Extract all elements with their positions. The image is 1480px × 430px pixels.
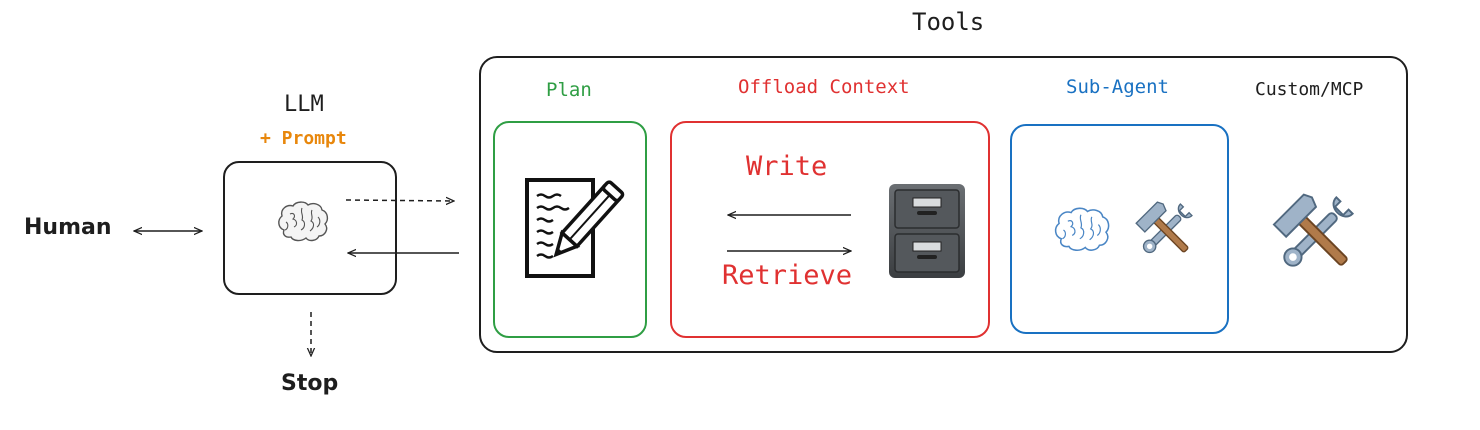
hammer-wrench-icon — [1135, 201, 1193, 254]
llm-subtitle: + Prompt — [260, 128, 347, 149]
subagent-box — [1010, 124, 1229, 334]
retrieve-label: Retrieve — [722, 260, 853, 291]
hammer-wrench-icon — [1272, 193, 1355, 267]
brain-icon — [278, 201, 329, 242]
plan-label: Plan — [546, 79, 592, 101]
tools-title: Tools — [912, 8, 985, 36]
offload-context-label: Offload Context — [738, 76, 910, 98]
human-label: Human — [24, 215, 112, 240]
subagent-label: Sub-Agent — [1066, 76, 1169, 98]
tools-container — [479, 56, 1408, 353]
llm-box — [223, 161, 397, 295]
offload-context-box — [670, 121, 990, 338]
brain-icon — [1054, 207, 1110, 251]
plan-box — [493, 121, 647, 338]
llm-to-tools-dashed-arrow — [345, 200, 454, 201]
custom-mcp-label: Custom/MCP — [1255, 79, 1364, 100]
llm-title: LLM — [284, 92, 324, 117]
stop-label: Stop — [281, 371, 339, 396]
write-label: Write — [746, 151, 828, 182]
notepad-pencil-icon — [525, 178, 625, 278]
filing-cabinet-icon — [889, 184, 965, 278]
